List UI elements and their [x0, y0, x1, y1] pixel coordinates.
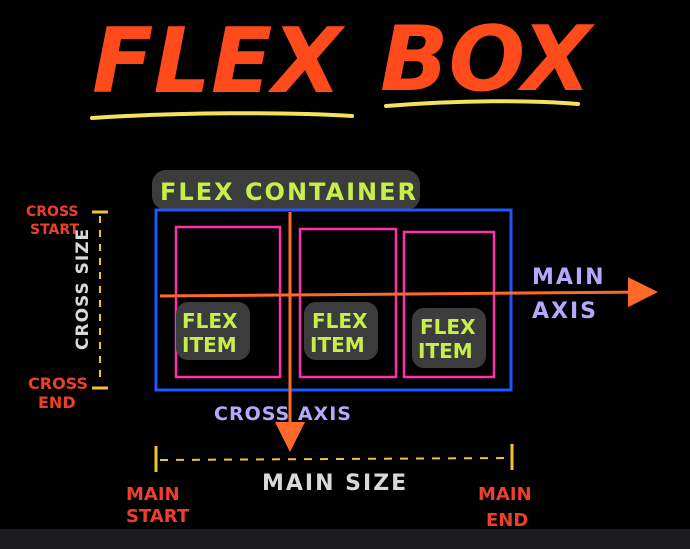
- container-label: FLEX CONTAINER: [160, 178, 418, 206]
- main-size-dashed-line: [159, 457, 509, 461]
- main-size-label-backdrop: [254, 464, 404, 498]
- main-end-label-line1: MAIN: [478, 484, 532, 505]
- cross-size-label: CROSS SIZE: [73, 228, 93, 350]
- main-axis-label-line2: AXIS: [532, 299, 598, 324]
- cross-end-label-line1: CROSS: [28, 374, 88, 393]
- flex-item-2-line1: FLEX: [312, 309, 368, 333]
- cross-start-label-line1: CROSS: [26, 204, 79, 220]
- flex-item-1-box: [174, 225, 282, 379]
- bottom-dark-strip: [0, 529, 690, 549]
- title-flex: FLEX: [92, 9, 346, 114]
- main-axis-label-line1: MAIN: [532, 265, 606, 290]
- cross-end-label-line2: END: [38, 393, 76, 412]
- cross-axis-label: CROSS AXIS: [214, 403, 352, 425]
- flex-item-2-line2: ITEM: [310, 333, 365, 357]
- main-start-label-line2: START: [126, 506, 190, 527]
- flex-item-3-line2: ITEM: [418, 339, 473, 363]
- flex-item-1-line1: FLEX: [182, 309, 238, 333]
- title-box: BOX: [380, 7, 596, 112]
- main-axis-arrow: [159, 277, 658, 308]
- title-underline-left: [90, 111, 354, 120]
- main-size-label: MAIN SIZE: [262, 471, 408, 496]
- flex-item-1-line2: ITEM: [182, 333, 237, 357]
- flex-item-3-highlight: [412, 308, 486, 368]
- flex-item-2-box: [298, 227, 398, 379]
- main-start-label-line1: MAIN: [126, 484, 180, 505]
- cross-start-label-line2: START: [30, 222, 80, 238]
- flex-container-box: [154, 208, 513, 392]
- flex-item-1-highlight: [176, 302, 250, 360]
- flex-item-3-line1: FLEX: [420, 315, 476, 339]
- main-end-label-line2: END: [486, 510, 528, 531]
- flex-item-2-highlight: [304, 302, 378, 360]
- container-label-highlight: [152, 170, 420, 210]
- title-underline-right: [384, 99, 580, 108]
- flex-item-3-box: [402, 230, 496, 379]
